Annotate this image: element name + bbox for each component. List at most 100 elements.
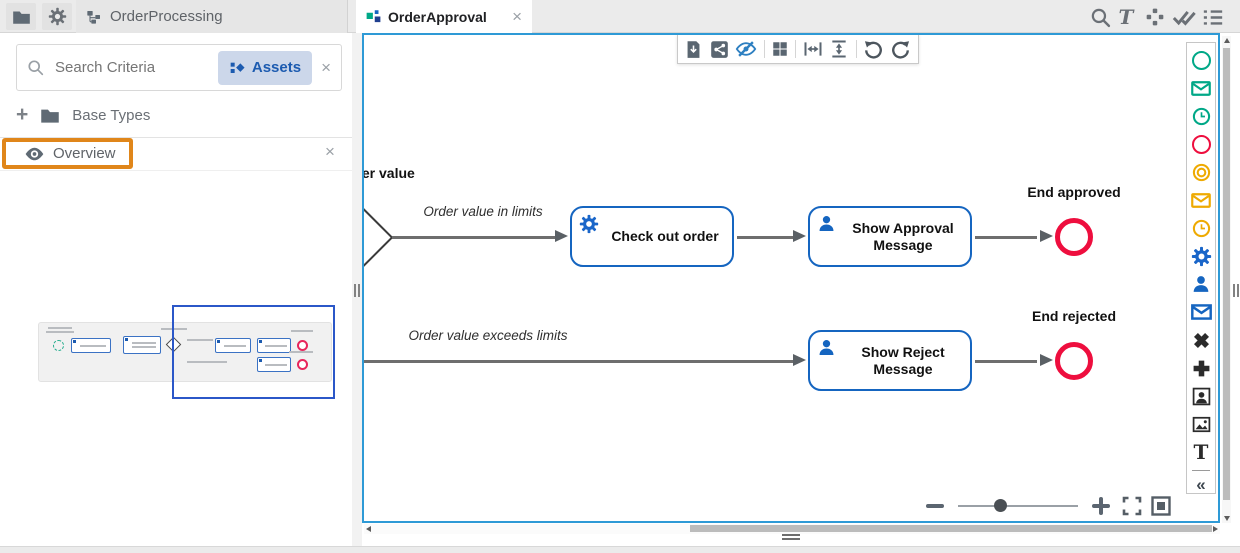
palette-intermediate-event-orange-icon[interactable] [1187,158,1215,186]
close-tab-icon[interactable]: × [512,7,522,26]
layout-grid-icon[interactable] [771,40,789,58]
navigation-panel: Assets × + Base Types Overview × [0,33,352,553]
palette-exclusive-gateway-x-icon[interactable] [1187,326,1215,354]
gateway-x-marker [364,225,365,251]
sequence-flow-exceeds[interactable] [364,360,797,363]
minimap-text-mark [291,330,313,332]
match-width-icon[interactable] [803,39,823,59]
palette-start-event-circle-teal[interactable] [1187,46,1215,74]
panel-splitter-left[interactable] [352,33,362,553]
scrollbar-thumb[interactable] [1223,48,1230,500]
sequence-flow[interactable] [975,236,1037,239]
palette-user-task-person-icon[interactable] [1187,270,1215,298]
undo-icon[interactable] [863,39,884,60]
end-rejected-label[interactable]: End rejected [1031,308,1117,324]
symbols-icon [1145,7,1165,27]
canvas-horizontal-scrollbar[interactable] [364,524,1220,534]
task-show-reject-message[interactable]: Show Reject Message [808,330,972,391]
tree-item-label: Base Types [72,106,151,124]
assets-icon [229,60,245,76]
search-icon [27,59,44,76]
minimap-text-mark [161,328,187,330]
search-icon [1090,7,1111,28]
diagram-canvas[interactable]: Order value Order value in limits Check … [362,33,1220,523]
expand-plus-icon[interactable]: + [16,103,29,126]
assets-label: Assets [251,59,302,76]
end-approved-label[interactable]: End approved [1027,184,1121,200]
divider [0,170,352,171]
person-icon [817,214,836,233]
minimap-viewport-rect[interactable] [172,305,335,399]
scroll-right-arrow[interactable] [1213,526,1218,532]
palette-message-event-teal-icon[interactable] [1187,74,1215,102]
zoom-out-button[interactable] [926,504,944,508]
canvas-toolbar [677,35,919,64]
clear-filter-icon[interactable]: × [321,58,331,77]
canvas-vertical-scrollbar[interactable] [1222,36,1231,523]
task-check-out-order[interactable]: Check out order [570,206,734,267]
zoom-slider-thumb[interactable] [994,499,1007,512]
scrollbar-thumb[interactable] [690,525,1212,532]
palette-service-task-gear-icon[interactable] [1187,242,1215,270]
scroll-left-arrow[interactable] [366,526,371,532]
assets-filter-button[interactable]: Assets [217,50,313,85]
palette-timer-event-orange-icon[interactable] [1187,214,1215,242]
folder-icon [12,9,31,25]
sequence-flow[interactable] [975,360,1037,363]
search-button[interactable] [1087,5,1113,29]
divider [0,137,352,138]
fit-to-screen-button[interactable] [1122,496,1142,516]
search-input[interactable] [53,58,209,77]
redo-icon[interactable] [890,39,911,60]
fit-frame-button[interactable] [1151,496,1171,516]
tab-order-approval[interactable]: OrderApproval × [356,0,532,33]
palette-divider [1192,470,1210,471]
palette-image-icon[interactable] [1187,410,1215,438]
validate-button[interactable] [1171,5,1197,29]
share-diagram-icon[interactable] [710,40,729,59]
overview-minimap[interactable] [38,322,332,382]
download-diagram-icon[interactable] [684,40,703,59]
settings-button[interactable] [42,3,72,30]
exclusive-gateway[interactable] [364,198,394,277]
list-icon [1202,8,1224,27]
sequence-flow[interactable] [737,236,795,239]
palette-text-icon[interactable]: T [1193,440,1209,464]
overview-header-highlight[interactable]: Overview [2,138,133,169]
toolbar-separator [855,40,857,58]
end-event-rejected[interactable] [1055,342,1093,380]
list-properties-button[interactable] [1200,5,1226,29]
sequence-flow-in-limits[interactable] [392,236,558,239]
zoom-in-button[interactable] [1092,497,1110,515]
bottom-panel-grip[interactable] [782,533,800,541]
scroll-down-arrow[interactable] [1224,516,1230,521]
palette-parallel-gateway-plus-icon[interactable] [1187,354,1215,382]
eye-icon [24,147,45,161]
zoom-slider-track[interactable] [958,505,1078,507]
match-height-icon[interactable] [829,39,849,59]
panel-splitter-right[interactable] [1231,33,1240,553]
palette-person-frame-icon[interactable] [1187,382,1215,410]
open-folder-button[interactable] [6,3,36,30]
palette-end-event-circle-red[interactable] [1187,130,1215,158]
collapse-palette-button[interactable]: « [1187,473,1215,495]
task-label: Show Reject Message [861,343,945,377]
close-overview-icon[interactable]: × [325,142,335,161]
hide-elements-eye-off-icon[interactable] [735,38,757,60]
palette-timer-event-teal-icon[interactable] [1187,102,1215,130]
minimap-task [215,338,251,353]
diagram-type-icon [366,9,381,24]
tab-order-processing[interactable]: OrderProcessing [76,0,348,33]
text-tool-button[interactable]: T [1113,5,1139,29]
scroll-up-arrow[interactable] [1224,38,1230,43]
tree-item-base-types[interactable]: + Base Types [16,100,150,130]
palette-message-task-envelope-icon[interactable] [1187,298,1215,326]
gateway-label[interactable]: Order value [362,165,415,181]
end-event-approved[interactable] [1055,218,1093,256]
task-show-approval-message[interactable]: Show Approval Message [808,206,972,267]
palette-message-event-orange-icon[interactable] [1187,186,1215,214]
minimap-text-mark [289,351,313,353]
flow-label-exceeds[interactable]: Order value exceeds limits [408,328,568,343]
flow-label-in-limits[interactable]: Order value in limits [423,204,543,219]
symbols-button[interactable] [1142,5,1168,29]
